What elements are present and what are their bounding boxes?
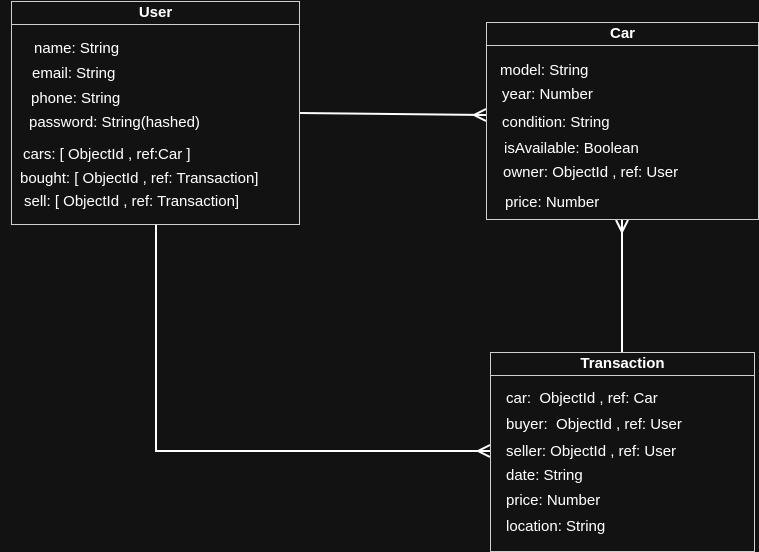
user-field-name: name: String — [34, 40, 120, 57]
car-field-year: year: Number — [502, 86, 593, 103]
user-field-bought: bought: [ ObjectId , ref: Transaction] — [20, 170, 259, 187]
car-field-model: model: String — [500, 62, 589, 79]
user-field-email: email: String — [32, 65, 116, 82]
car-field-isavailable: isAvailable: Boolean — [504, 140, 639, 157]
connector-car-transaction — [615, 219, 629, 352]
user-field-sell: sell: [ ObjectId , ref: Transaction] — [24, 193, 240, 210]
car-entity[interactable]: Car model: String year: Number condition… — [486, 22, 759, 220]
transaction-field-car: car: ObjectId , ref: Car — [506, 390, 658, 407]
car-field-condition: condition: String — [502, 114, 610, 131]
car-entity-title: Car — [487, 23, 758, 46]
transaction-field-location: location: String — [506, 518, 606, 535]
user-entity[interactable]: User name: String email: String phone: S… — [11, 1, 300, 225]
user-entity-title: User — [12, 2, 299, 25]
transaction-field-seller: seller: ObjectId , ref: User — [506, 443, 677, 460]
car-field-owner: owner: ObjectId , ref: User — [503, 164, 679, 181]
user-field-phone: phone: String — [31, 90, 121, 107]
transaction-entity[interactable]: Transaction car: ObjectId , ref: Car buy… — [490, 352, 755, 552]
user-field-password: password: String(hashed) — [29, 114, 200, 131]
transaction-entity-title: Transaction — [491, 353, 754, 376]
transaction-field-date: date: String — [506, 467, 583, 484]
car-field-price: price: Number — [505, 194, 600, 211]
transaction-field-price: price: Number — [506, 492, 601, 509]
transaction-field-buyer: buyer: ObjectId , ref: User — [506, 416, 682, 433]
user-field-cars: cars: [ ObjectId , ref:Car ] — [23, 146, 191, 163]
connector-user-transaction — [155, 225, 491, 458]
connector-user-car — [298, 108, 487, 122]
